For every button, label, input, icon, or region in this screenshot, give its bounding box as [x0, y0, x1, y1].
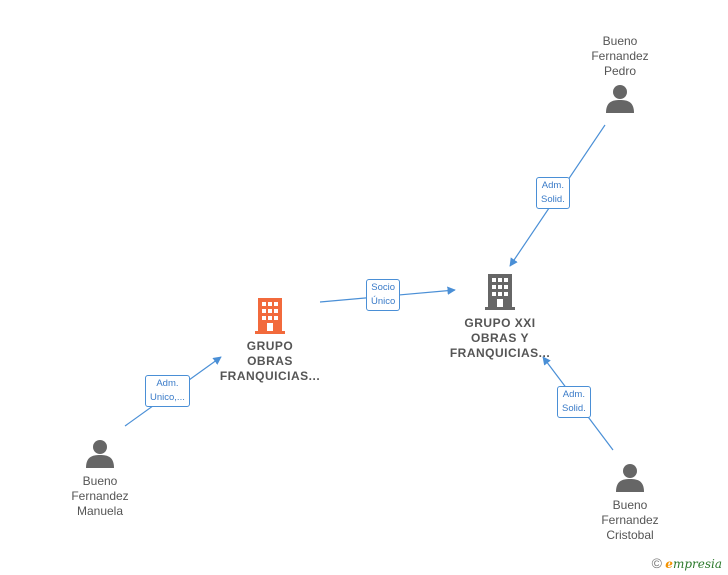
relation-label-manuela-grupo-obras[interactable]: Adm. Unico,...	[145, 375, 190, 407]
person-node-cristobal[interactable]: Bueno Fernandez Cristobal	[580, 462, 680, 543]
person-name: Bueno Fernandez Manuela	[71, 474, 129, 518]
person-icon	[606, 85, 634, 113]
company-name: GRUPO XXI OBRAS Y FRANQUICIAS...	[449, 316, 551, 360]
brand-name: mpresia	[672, 557, 722, 571]
relation-label-pedro-grupo-xxi[interactable]: Adm. Solid.	[536, 177, 570, 209]
company-node-grupo-xxi[interactable]: GRUPO XXI OBRAS Y FRANQUICIAS...	[440, 274, 560, 361]
company-node-grupo-obras[interactable]: GRUPO OBRAS FRANQUICIAS...	[210, 298, 330, 384]
relation-label-cristobal-grupo-xxi[interactable]: Adm. Solid.	[557, 386, 591, 418]
person-name: Bueno Fernandez Pedro	[591, 34, 649, 78]
person-node-pedro[interactable]: Bueno Fernandez Pedro	[570, 34, 670, 113]
empresia-logo: © empresia	[652, 555, 722, 571]
person-name: Bueno Fernandez Cristobal	[601, 498, 659, 542]
relation-label-grupo-obras-grupo-xxi[interactable]: Socio Único	[366, 279, 401, 311]
person-icon	[616, 464, 644, 492]
brand-initial: e	[665, 557, 673, 571]
company-name: GRUPO OBRAS FRANQUICIAS...	[219, 339, 321, 383]
building-icon	[255, 298, 285, 334]
building-icon	[485, 274, 515, 310]
person-node-manuela[interactable]: Bueno Fernandez Manuela	[50, 438, 150, 519]
person-icon	[86, 440, 114, 468]
copyright-icon: ©	[651, 555, 662, 571]
